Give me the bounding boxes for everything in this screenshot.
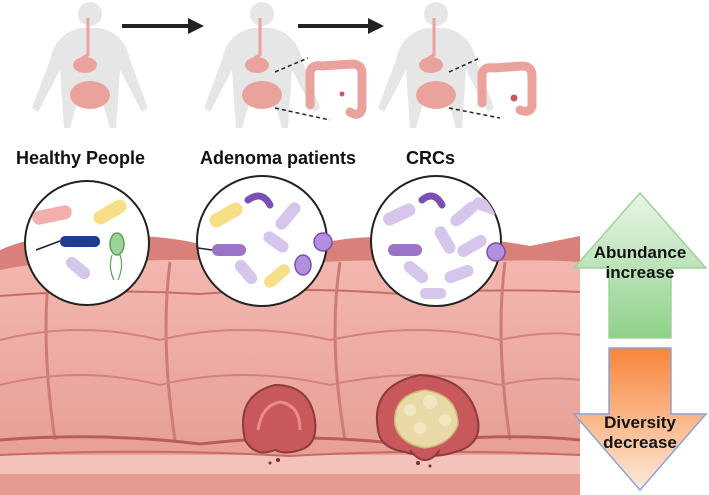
progression-arrow-icon <box>122 18 204 34</box>
progression-arrow-icon <box>298 18 384 34</box>
tumor-icon <box>375 373 480 468</box>
stage-label-adenoma: Adenoma patients <box>200 148 357 168</box>
colon-icon <box>448 57 537 119</box>
human-body-icon <box>378 2 494 128</box>
abundance-label-line2: increase <box>605 263 675 282</box>
polyp-icon <box>242 383 317 465</box>
stage-label-healthy: Healthy People <box>16 148 146 168</box>
diversity-label-line1: Diversity <box>604 413 676 432</box>
human-body-icon <box>32 2 148 128</box>
colon-icon <box>274 57 367 121</box>
abundance-increase-label: Abundance increase <box>575 243 705 283</box>
stage-label-crc: CRCs <box>406 148 456 168</box>
human-body-icon <box>204 2 320 128</box>
bacteria-magnifier-icon <box>196 175 333 307</box>
abundance-label-line1: Abundance <box>593 243 687 262</box>
abundance-increase-arrow <box>572 191 708 339</box>
diversity-decrease-arrow <box>572 347 708 492</box>
bacteria-magnifier-icon <box>370 175 506 307</box>
bacteria-magnifier-icon <box>24 180 150 306</box>
diversity-decrease-label: Diversity decrease <box>575 413 705 453</box>
diversity-label-line2: decrease <box>603 433 677 452</box>
